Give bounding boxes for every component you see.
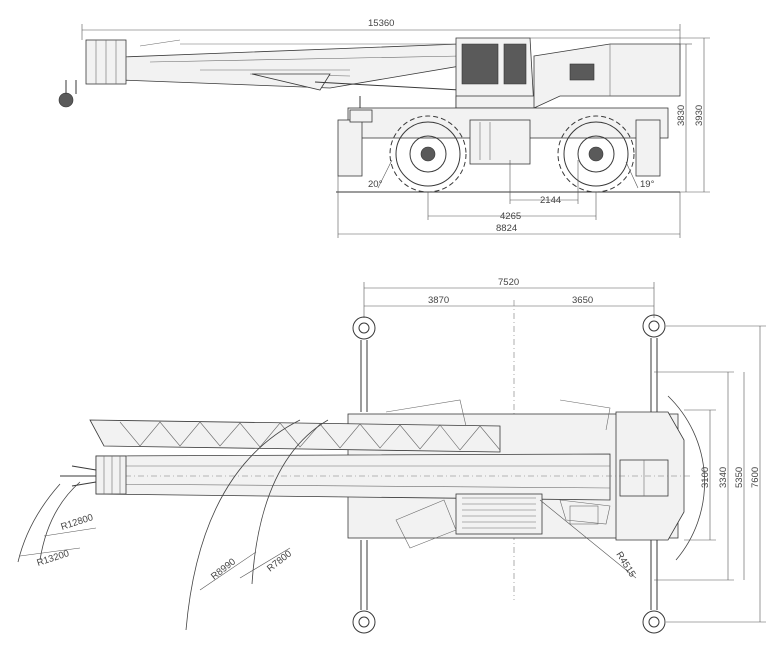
dim-overall-length: 15360 (368, 18, 394, 29)
cab-top (455, 493, 543, 535)
dim-width-body: 3100 (700, 467, 711, 488)
dim-height-total: 3930 (694, 105, 705, 126)
side-view: 15360 (58, 18, 710, 238)
dim-carrier-length: 8824 (496, 223, 517, 234)
arc-radius-2 (185, 419, 301, 631)
rear-wheel (557, 115, 635, 193)
dim-outrigger-mid: 3340 (718, 467, 729, 488)
outrigger-pad-front-lower (352, 610, 376, 634)
arc-radius-4 (17, 483, 61, 563)
dim-radius-3: R12800 (60, 512, 95, 533)
arc-radius-1 (251, 419, 329, 585)
dim-wheelbase: 4265 (500, 211, 521, 222)
outrigger-pad-rear-upper (642, 314, 666, 338)
arc-radius-3 (39, 481, 81, 561)
outrigger-pad-front-upper (352, 316, 376, 340)
dim-radius-4: R13200 (36, 548, 71, 569)
superstructure-side (533, 43, 681, 109)
dim-height-cab: 3830 (676, 105, 687, 126)
dim-outrigger-longitudinal: 7520 (498, 277, 519, 288)
outrigger-pad-rear-lower (642, 610, 666, 634)
dim-wheelbase-inner: 2144 (540, 195, 561, 206)
dim-angle-rear: 19° (640, 179, 655, 190)
dim-rear-half: 3650 (572, 295, 593, 306)
front-wheel (389, 115, 467, 193)
dim-outrigger-partial: 5350 (734, 467, 745, 488)
dim-front-half: 3870 (428, 295, 449, 306)
hook-block (58, 92, 74, 108)
top-view: 7520 3870 3650 (17, 277, 766, 634)
dim-radius-tail: R4515 (613, 550, 637, 580)
dim-radius-1: R7800 (265, 548, 294, 574)
telescopic-boom-top (95, 453, 611, 501)
dim-radius-2: R8990 (209, 556, 238, 582)
dim-outrigger-full: 7600 (750, 467, 761, 488)
boom-side (95, 43, 461, 89)
lattice-jib (89, 419, 501, 453)
dim-angle-front: 20° (368, 179, 383, 190)
